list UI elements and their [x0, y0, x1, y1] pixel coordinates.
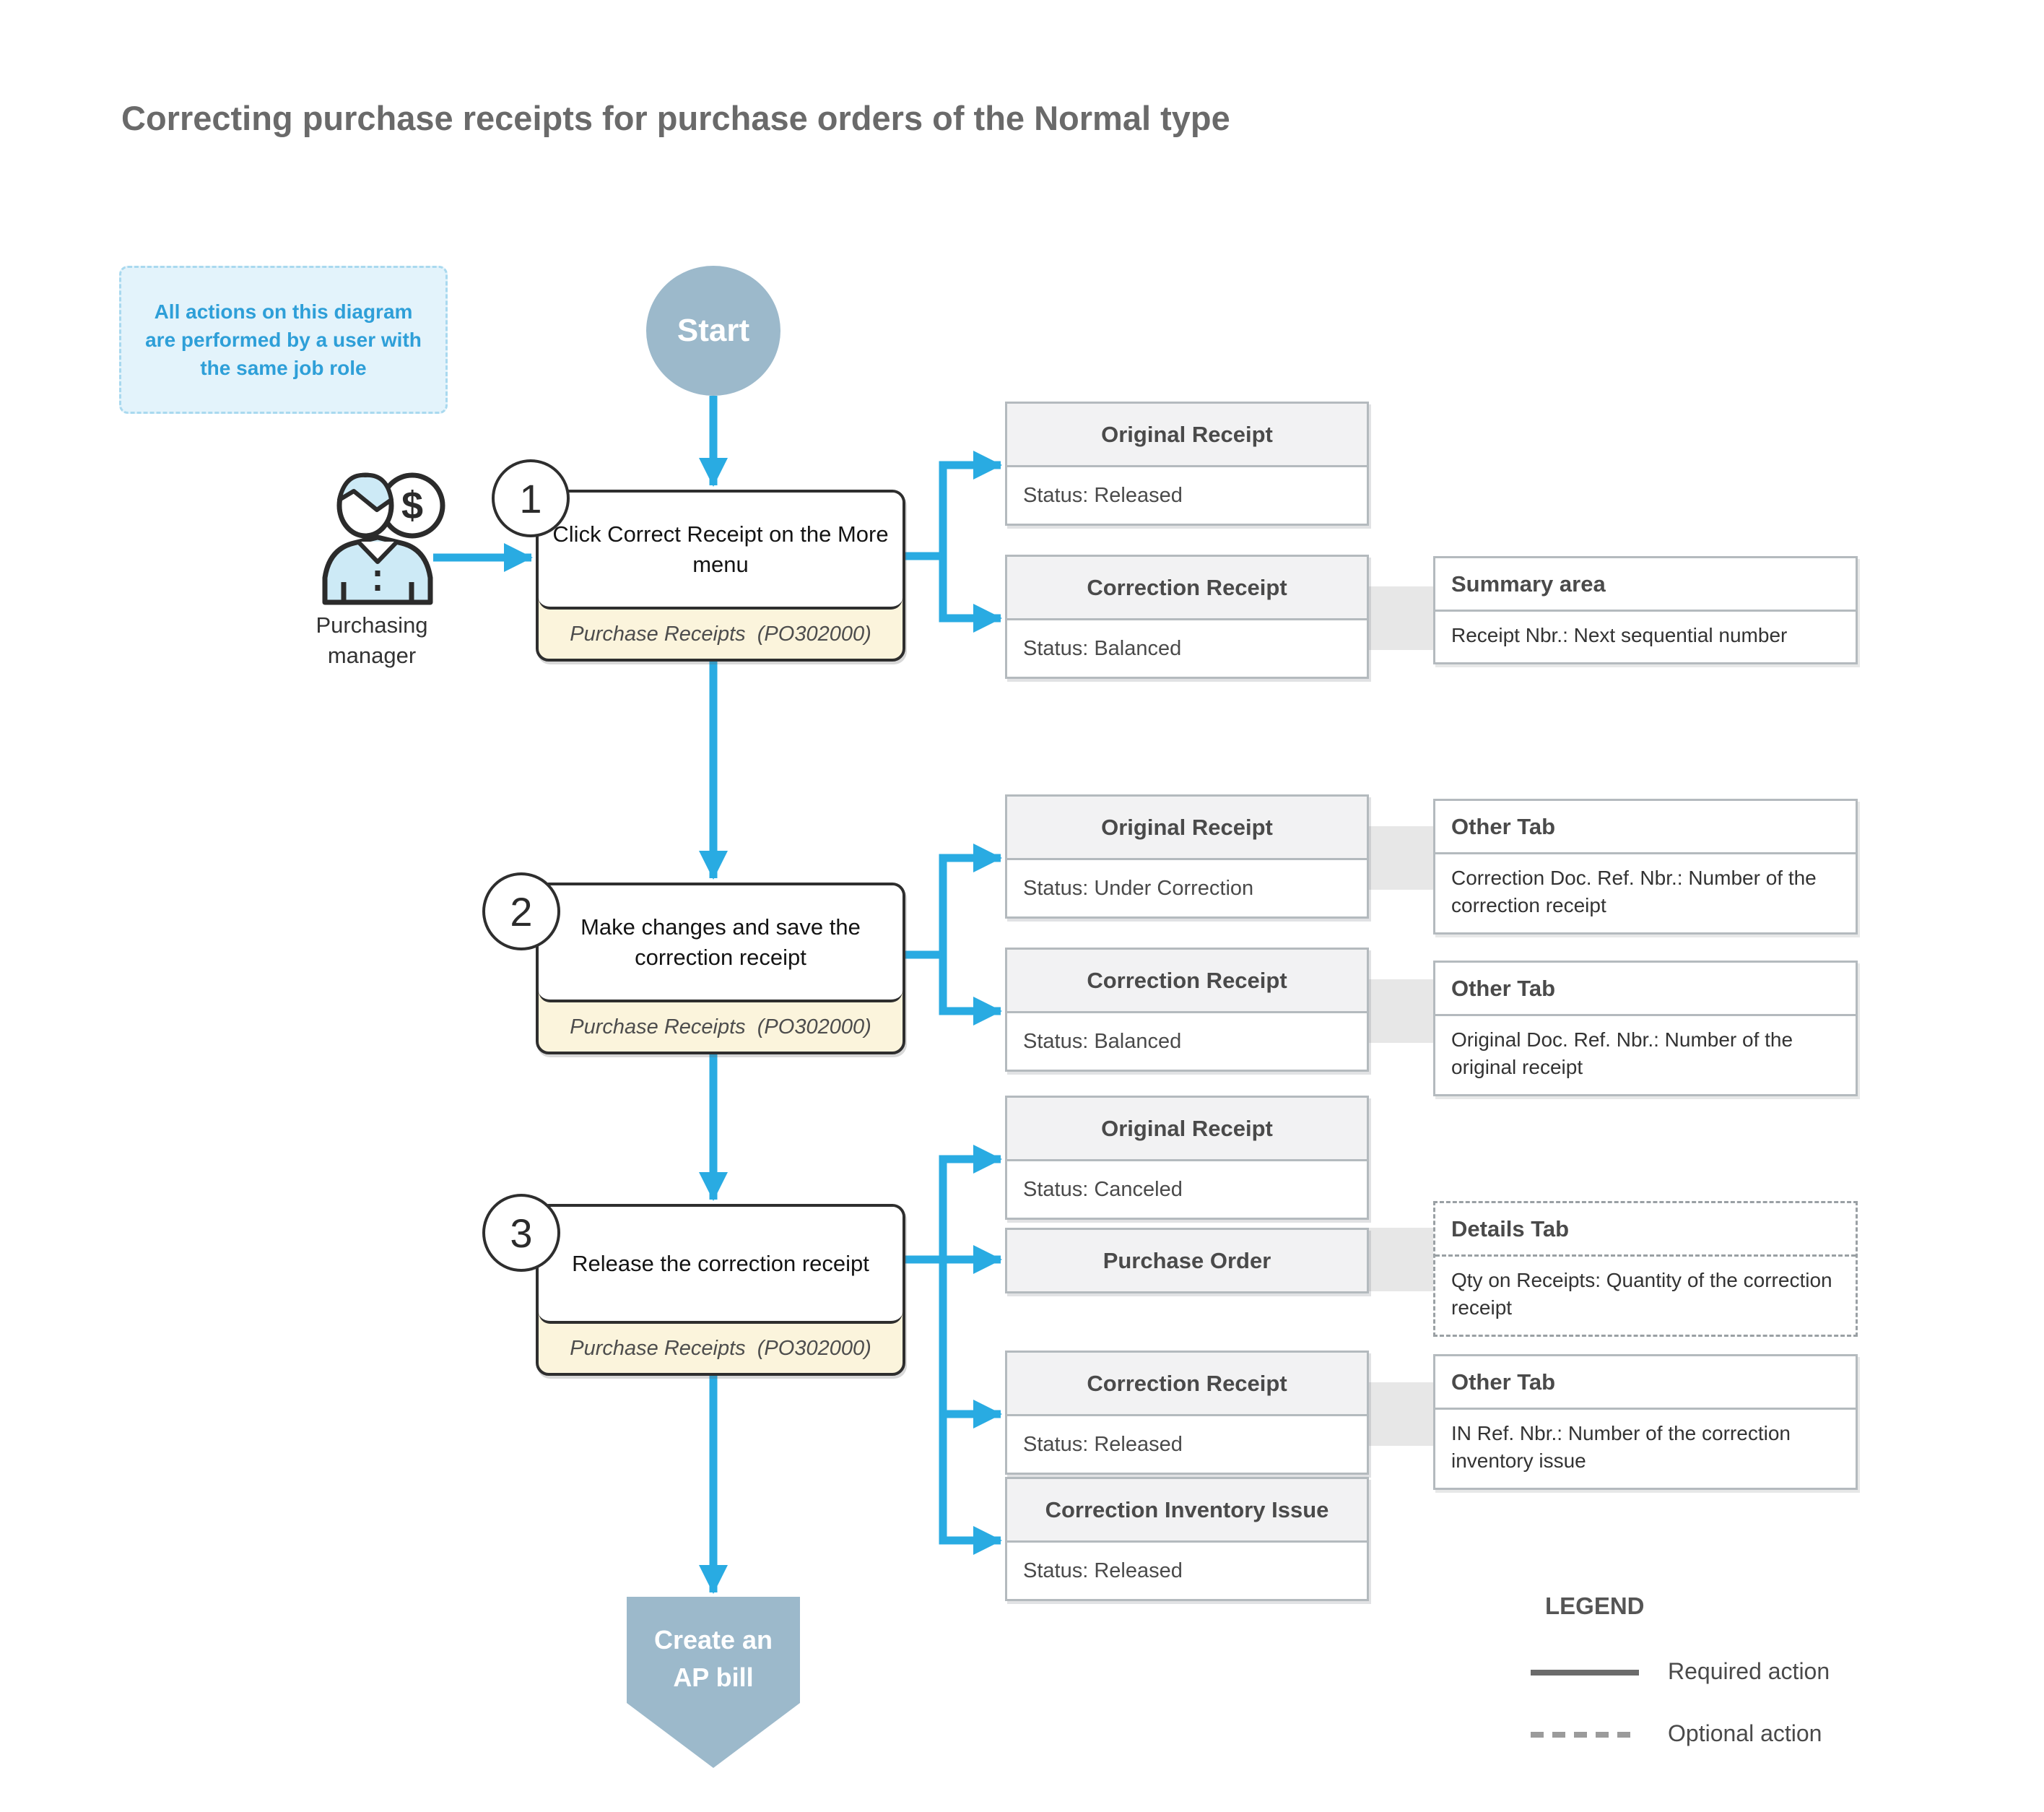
start-label: Start [677, 313, 750, 348]
connector-band [1369, 586, 1433, 650]
document-status: Status: Released [1023, 483, 1183, 507]
document-title: Correction Receipt [1007, 1353, 1367, 1416]
connector-band [1369, 1228, 1433, 1291]
step3-correction-receipt-box: Correction Receipt Status: Released [1005, 1351, 1369, 1475]
document-title: Original Receipt [1007, 1098, 1367, 1161]
note-line: All actions on this diagram [154, 300, 413, 323]
step2-other-tab-box-2: Other Tab Original Doc. Ref. Nbr.: Numbe… [1433, 961, 1858, 1096]
step-number-text: 1 [519, 475, 542, 521]
person-collar [356, 539, 399, 564]
arrow-step1-to-correction-receipt [939, 556, 1002, 633]
step-2-action: Make changes and save the correction rec… [539, 885, 903, 1002]
details-tab-box: Details Tab Qty on Receipts: Quantity of… [1433, 1201, 1858, 1337]
step-1-action: Click Correct Receipt on the More menu [539, 493, 903, 610]
arrow-step2-to-correction-receipt [939, 955, 1002, 1026]
person-hair [337, 472, 393, 512]
document-status: Status: Balanced [1023, 636, 1182, 660]
document-title: Correction Inventory Issue [1007, 1479, 1367, 1543]
step-3-box: Release the correction receipt Purchase … [536, 1204, 905, 1376]
step-number-text: 3 [510, 1210, 533, 1256]
person-torso [322, 534, 433, 605]
step-2-box: Make changes and save the correction rec… [536, 883, 905, 1054]
step1-original-receipt-box: Original Receipt Status: Released [1005, 402, 1369, 526]
step3-other-tab-box: Other Tab IN Ref. Nbr.: Number of the co… [1433, 1354, 1858, 1490]
document-title: Correction Receipt [1007, 950, 1367, 1013]
start-node: Start [646, 266, 780, 396]
document-title: Correction Receipt [1007, 557, 1367, 620]
step-3-action: Release the correction receipt [539, 1207, 903, 1324]
step-2-number: 2 [482, 872, 560, 950]
step-1-number: 1 [492, 459, 570, 537]
info-body: Original Doc. Ref. Nbr.: Number of the o… [1451, 1028, 1793, 1078]
step2-other-tab-box-1: Other Tab Correction Doc. Ref. Nbr.: Num… [1433, 799, 1858, 935]
document-title: Purchase Order [1007, 1230, 1367, 1291]
step-number-text: 2 [510, 888, 533, 935]
legend-title: LEGEND [1545, 1592, 1645, 1619]
info-body: Qty on Receipts: Quantity of the correct… [1451, 1269, 1832, 1319]
legend-optional-line [1531, 1732, 1639, 1738]
legend-optional-label: Optional action [1668, 1720, 1822, 1746]
arrow-step1-to-original-receipt [905, 451, 1002, 560]
info-title: Details Tab [1435, 1203, 1856, 1257]
step2-correction-receipt-box: Correction Receipt Status: Balanced [1005, 948, 1369, 1072]
note-line: are performed by a user with [145, 329, 422, 351]
info-title: Other Tab [1435, 963, 1856, 1016]
step1-correction-receipt-box: Correction Receipt Status: Balanced [1005, 555, 1369, 679]
step3-correction-inventory-issue-box: Correction Inventory Issue Status: Relea… [1005, 1477, 1369, 1601]
arrow-step3-to-correction-receipt [939, 1260, 1002, 1429]
connector-band [1369, 826, 1433, 890]
step2-original-receipt-box: Original Receipt Status: Under Correctio… [1005, 794, 1369, 919]
step-2-screen-label: Purchase Receipts (PO302000) [570, 1015, 871, 1039]
purchasing-manager-label: Purchasing manager [316, 612, 428, 668]
info-title: Other Tab [1435, 1356, 1856, 1410]
document-title: Original Receipt [1007, 797, 1367, 860]
arrow-step3-to-original-receipt [939, 1145, 1002, 1260]
info-body: Receipt Nbr.: Next sequential number [1451, 624, 1788, 646]
document-status: Status: Under Correction [1023, 876, 1254, 900]
arrow-step3-to-correction-inventory-issue [939, 1414, 1002, 1555]
end-label-line: Create an [653, 1625, 773, 1655]
info-title: Other Tab [1435, 801, 1856, 854]
document-status: Status: Canceled [1023, 1177, 1183, 1201]
document-status: Status: Released [1023, 1559, 1183, 1582]
arrow-step2-to-original-receipt [905, 844, 1002, 959]
step-1-screen-label: Purchase Receipts (PO302000) [570, 622, 871, 646]
step3-purchase-order-box: Purchase Order [1005, 1228, 1369, 1293]
document-status: Status: Balanced [1023, 1029, 1182, 1053]
note-line: the same job role [200, 357, 367, 379]
legend-required-label: Required action [1668, 1658, 1830, 1684]
connector-band [1369, 1382, 1433, 1446]
step-1-box: Click Correct Receipt on the More menu P… [536, 490, 905, 662]
summary-area-box: Summary area Receipt Nbr.: Next sequenti… [1433, 556, 1858, 664]
legend-required-line [1531, 1670, 1639, 1676]
step-3-number: 3 [482, 1194, 560, 1272]
end-label-line: AP bill [673, 1663, 754, 1692]
connector-band [1369, 979, 1433, 1043]
dollar-icon: $ [401, 484, 423, 527]
info-body: IN Ref. Nbr.: Number of the correction i… [1451, 1422, 1791, 1472]
info-title: Summary area [1435, 558, 1856, 612]
document-title: Original Receipt [1007, 404, 1367, 467]
document-status: Status: Released [1023, 1432, 1183, 1456]
info-body: Correction Doc. Ref. Nbr.: Number of the… [1451, 867, 1817, 916]
step-3-screen-label: Purchase Receipts (PO302000) [570, 1336, 871, 1360]
step3-original-receipt-box: Original Receipt Status: Canceled [1005, 1096, 1369, 1220]
note-box: All actions on this diagram are performe… [119, 266, 448, 414]
purchasing-manager-icon: $ [322, 472, 445, 605]
page-title: Correcting purchase receipts for purchas… [121, 99, 1230, 137]
